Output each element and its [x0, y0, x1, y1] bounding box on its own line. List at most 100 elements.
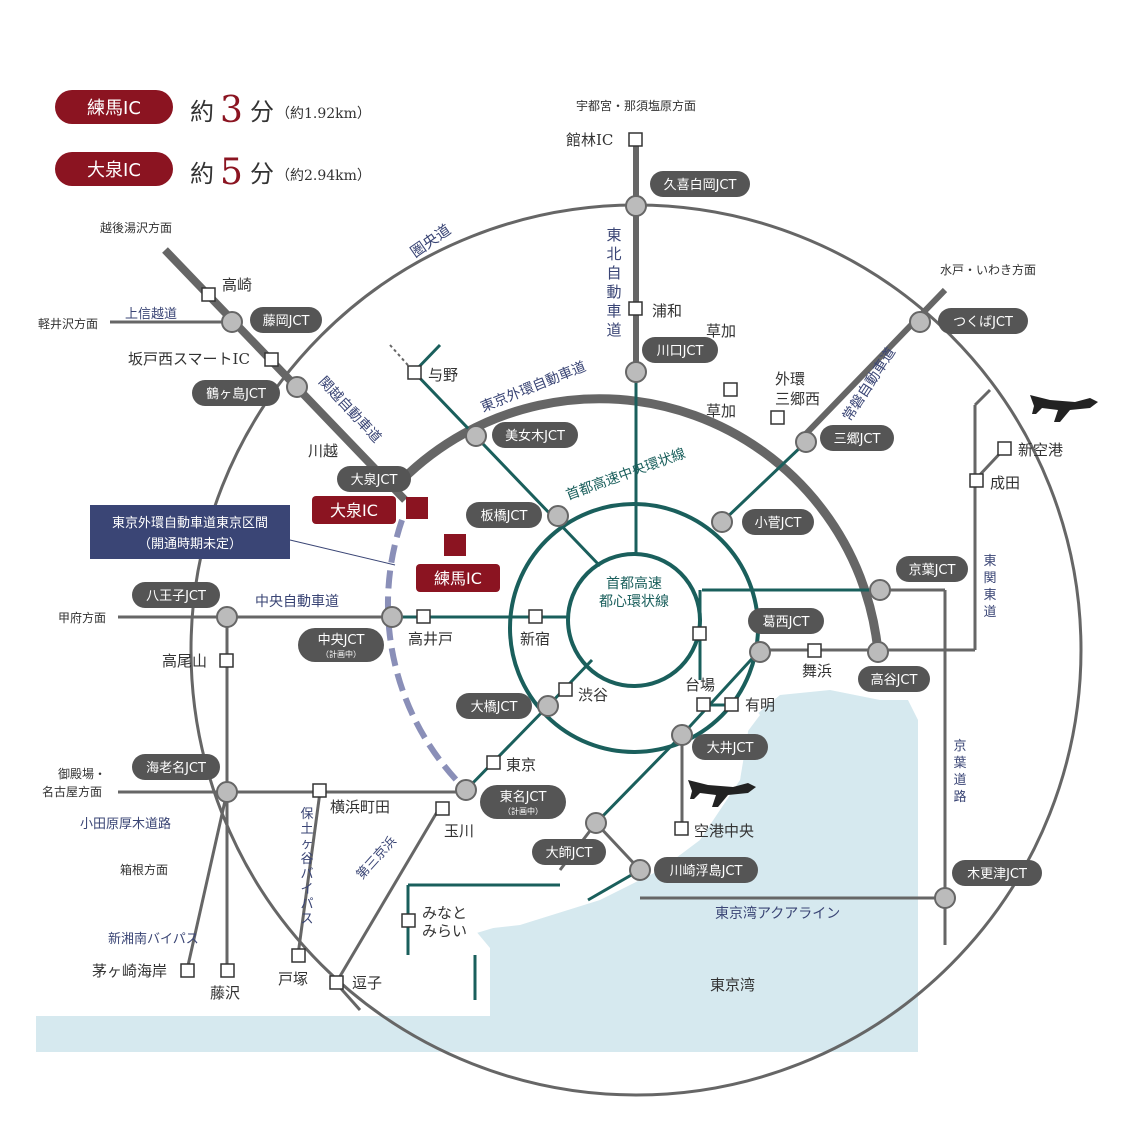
- jct-text-misato: 三郷JCT: [834, 432, 881, 447]
- jct-label-tomei: 東名JCT（計画中）: [480, 785, 566, 819]
- dir-kofu: 甲府方面: [58, 610, 106, 625]
- tohoku-vert-char: 車: [606, 302, 621, 320]
- jct-label-kawaguchi: 川口JCT: [642, 337, 718, 363]
- oizumi-ic-marker: [406, 497, 428, 519]
- jct-sub-chuo: （計画中）: [321, 649, 361, 659]
- place-gaikan_misato1: 外環: [775, 370, 805, 388]
- airplane-icon: [1030, 395, 1098, 422]
- dir-karuizawa: 軽井沢方面: [38, 316, 98, 331]
- oizumi-ic-label-bg: [312, 496, 396, 524]
- odawara-label: 小田原厚木道路: [80, 816, 171, 832]
- place-shibuya: 渋谷: [578, 686, 608, 704]
- nerima-ic-label: 練馬IC: [434, 569, 482, 588]
- keiyo-vert-char: 京: [953, 739, 966, 754]
- place-takaosan: 高尾山: [162, 652, 207, 670]
- jct-text-tsurugashima: 鶴ヶ島JCT: [206, 386, 266, 402]
- jct-label-tsukuba: つくばJCT: [938, 308, 1028, 334]
- jct-text-itabashi: 板橋JCT: [481, 509, 528, 524]
- jct-text-fujioka: 藤岡JCT: [263, 314, 310, 329]
- jct-label-bijogi: 美女木JCT: [492, 422, 578, 448]
- kanetsu-label: 関越自動車道: [315, 373, 385, 446]
- jct-text-kasai: 葛西JCT: [763, 615, 810, 630]
- higashikanto-vert-char: 関: [983, 571, 996, 586]
- oizumi-minutes: 5: [220, 152, 243, 193]
- jct-label-misato: 三郷JCT: [820, 425, 894, 451]
- place-zushi: 逗子: [352, 974, 382, 992]
- jct-label-kasai: 葛西JCT: [748, 608, 824, 634]
- jct-label-keiyo: 京葉JCT: [896, 556, 968, 582]
- place-sakado: 坂戸西スマートIC: [128, 350, 250, 368]
- jct-sub-tomei: （計画中）: [503, 806, 543, 816]
- nerima-ic-marker: [444, 534, 466, 556]
- tokyo-bay: [36, 690, 918, 1052]
- keiyo-vert-char: 道: [953, 773, 966, 788]
- place-tokyo: 東京: [506, 756, 536, 774]
- place-minato1: みなと: [422, 904, 467, 922]
- callout-line1: 東京外環自動車道東京区間: [112, 515, 268, 531]
- jct-label-hachioji: 八王子JCT: [132, 582, 220, 608]
- place-chigasaki: 茅ヶ崎海岸: [92, 962, 167, 980]
- place-yono: 与野: [428, 366, 458, 384]
- hodogaya-vert-char: 谷: [300, 852, 313, 867]
- tohoku-vert-char: 東: [606, 226, 621, 244]
- jct-nodes: [216, 195, 956, 909]
- place-labels: 館林IC高崎坂戸西スマートIC川越浦和与野草加草加外環三郷西新空港成田高井戸新宿…: [92, 131, 1063, 1002]
- jct-text-koya: 高谷JCT: [871, 672, 918, 688]
- callout-leader: [289, 539, 396, 566]
- shuto-lines: [392, 370, 880, 1000]
- place-totsuka: 戸塚: [278, 970, 308, 988]
- airplane-icon: [688, 780, 756, 807]
- place-ariake: 有明: [745, 696, 775, 714]
- nerima-prefix: 約: [190, 98, 214, 126]
- jct-label-chuo: 中央JCT（計画中）: [298, 628, 384, 662]
- dir-echigo: 越後湯沢方面: [100, 220, 172, 235]
- place-fujisawa: 藤沢: [210, 984, 240, 1002]
- tohoku-vert-char: 北: [606, 245, 621, 263]
- place-shinjuku: 新宿: [520, 630, 550, 648]
- hodogaya-vert-char: ス: [300, 912, 313, 927]
- higashikanto-vert-char: 東: [983, 553, 996, 569]
- jct-label-fujioka: 藤岡JCT: [250, 307, 322, 333]
- dir-utsunomiya: 宇都宮・那須塩原方面: [576, 98, 696, 113]
- hodogaya-vert-char: 土: [300, 822, 313, 837]
- jct-text-kawaguchi: 川口JCT: [657, 344, 704, 359]
- oizumi-badge: [55, 152, 173, 186]
- gaikan-ring: [398, 394, 883, 653]
- jct-text-tomei: 東名JCT: [500, 789, 547, 805]
- nerima-ic-label-bg: [416, 564, 500, 592]
- place-shinkuko: 新空港: [1018, 441, 1063, 459]
- keiyo-vert-char: 葉: [953, 756, 966, 771]
- hodogaya-vert-char: ヶ: [300, 837, 313, 852]
- dir-gotemba1: 御殿場・: [58, 766, 106, 781]
- oizumi-unit: 分: [250, 160, 274, 188]
- jct-text-oi: 大井JCT: [707, 741, 754, 756]
- nerima-badge-label: 練馬IC: [87, 98, 141, 119]
- place-minato2: みらい: [422, 922, 467, 940]
- joban-label: 常磐自動車道: [839, 344, 899, 424]
- shinshonan-label: 新湘南バイパス: [108, 931, 199, 947]
- place-soka1: 草加: [706, 322, 736, 340]
- place-kuko_chuo: 空港中央: [694, 822, 754, 840]
- daisan-keihin-label: 第三京浜: [354, 834, 400, 883]
- toshin-label-1: 首都高速: [606, 575, 662, 592]
- dir-hakone: 箱根方面: [120, 862, 168, 877]
- jct-text-kisarazu: 木更津JCT: [967, 867, 1027, 882]
- place-yokohama_machida: 横浜町田: [330, 798, 390, 816]
- jct-label-oi: 大井JCT: [692, 734, 768, 760]
- jct-text-kawasaki: 川崎浮島JCT: [670, 864, 743, 879]
- jct-text-hachioji: 八王子JCT: [146, 589, 206, 604]
- gaikan-callout-box: [90, 505, 290, 559]
- toshin-label-2: 都心環状線: [599, 594, 669, 610]
- jct-text-chuo: 中央JCT: [318, 633, 365, 648]
- higashikanto-vert-char: 道: [983, 605, 996, 620]
- jct-label-ohashi: 大橋JCT: [456, 693, 532, 719]
- place-gaikan_misato2: 三郷西: [775, 390, 820, 408]
- jct-text-kosuge: 小菅JCT: [755, 516, 802, 531]
- nerima-minutes: 3: [220, 90, 243, 131]
- tohoku-vert-char: 自: [606, 264, 621, 282]
- place-urawa: 浦和: [652, 302, 682, 320]
- jct-text-ebina: 海老名JCT: [146, 760, 206, 776]
